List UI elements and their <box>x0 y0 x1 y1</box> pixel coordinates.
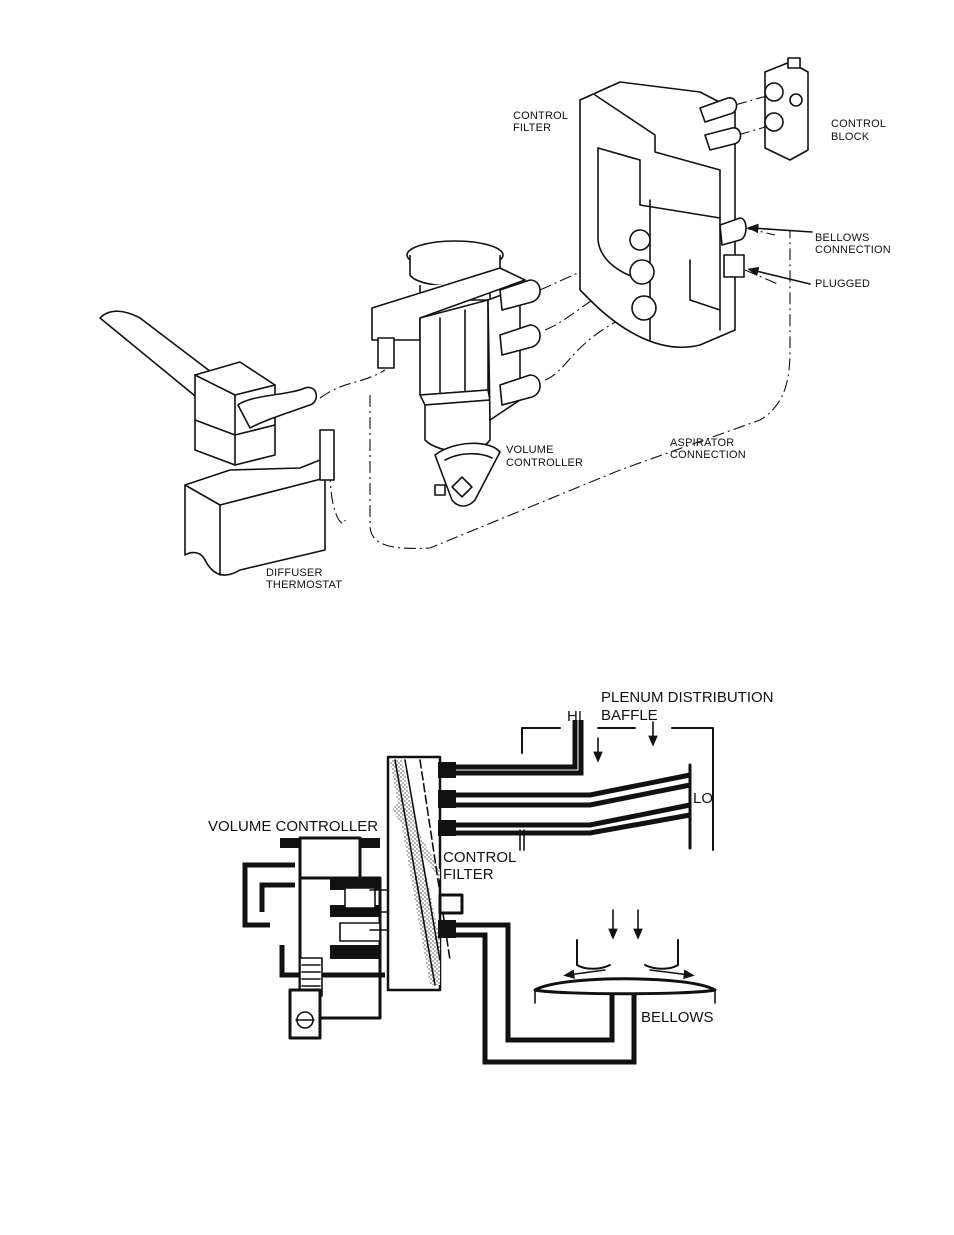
label-control-filter-1: CONTROL <box>443 849 516 866</box>
filter-port-mid <box>629 259 655 285</box>
label-bellows: BELLOWS <box>641 1009 714 1026</box>
label-lo: LO <box>693 790 713 807</box>
volume-controller-mechanism <box>242 836 389 1040</box>
label-bellows-connection-1: BELLOWS <box>815 232 870 244</box>
label-bellows-connection-2: CONNECTION <box>815 244 891 256</box>
label-diffuser-thermostat-1: DIFFUSER <box>266 567 323 579</box>
arrow-plugged <box>747 266 811 285</box>
label-control-filter-2: FILTER <box>513 122 551 134</box>
top-assembly-diagram: CONTROL FILTER CONTROL BLOCK BELLOWS CON… <box>99 57 891 591</box>
bellows-assembly <box>533 909 717 1004</box>
label-volume-controller: VOLUME CONTROLLER <box>208 818 378 835</box>
label-volume-controller-1: VOLUME <box>506 444 554 456</box>
label-control-filter-2: FILTER <box>443 866 494 883</box>
label-control-block-1: CONTROL <box>831 118 886 130</box>
diffuser-thermostat <box>99 310 335 576</box>
label-control-block-2: BLOCK <box>831 131 870 143</box>
control-filter-body <box>579 81 747 349</box>
label-aspirator-connection-2: CONNECTION <box>670 449 746 461</box>
label-volume-controller-2: CONTROLLER <box>506 457 583 469</box>
label-plenum-2: BAFFLE <box>601 707 658 724</box>
label-diffuser-thermostat-2: THERMOSTAT <box>266 579 342 591</box>
top-labels: CONTROL FILTER CONTROL BLOCK BELLOWS CON… <box>266 110 891 591</box>
label-hi: HI <box>567 708 582 725</box>
control-filter-block <box>386 755 464 992</box>
filter-port-top <box>629 229 651 251</box>
label-aspirator-connection-1: ASPIRATOR <box>670 437 734 449</box>
pneumatic-lines <box>440 720 692 1065</box>
label-control-filter-1: CONTROL <box>513 110 568 122</box>
arrow-bellows-connection <box>747 223 813 234</box>
plenum-baffle <box>519 721 714 851</box>
filter-port-bottom <box>631 295 657 321</box>
bottom-labels: PLENUM DISTRIBUTION BAFFLE HI LO VOLUME … <box>208 689 774 1026</box>
label-plenum-1: PLENUM DISTRIBUTION <box>601 689 774 706</box>
control-block <box>764 57 809 161</box>
bottom-schematic-diagram: PLENUM DISTRIBUTION BAFFLE HI LO VOLUME … <box>208 689 774 1065</box>
volume-controller-assembly <box>371 240 541 507</box>
label-plugged: PLUGGED <box>815 278 870 290</box>
